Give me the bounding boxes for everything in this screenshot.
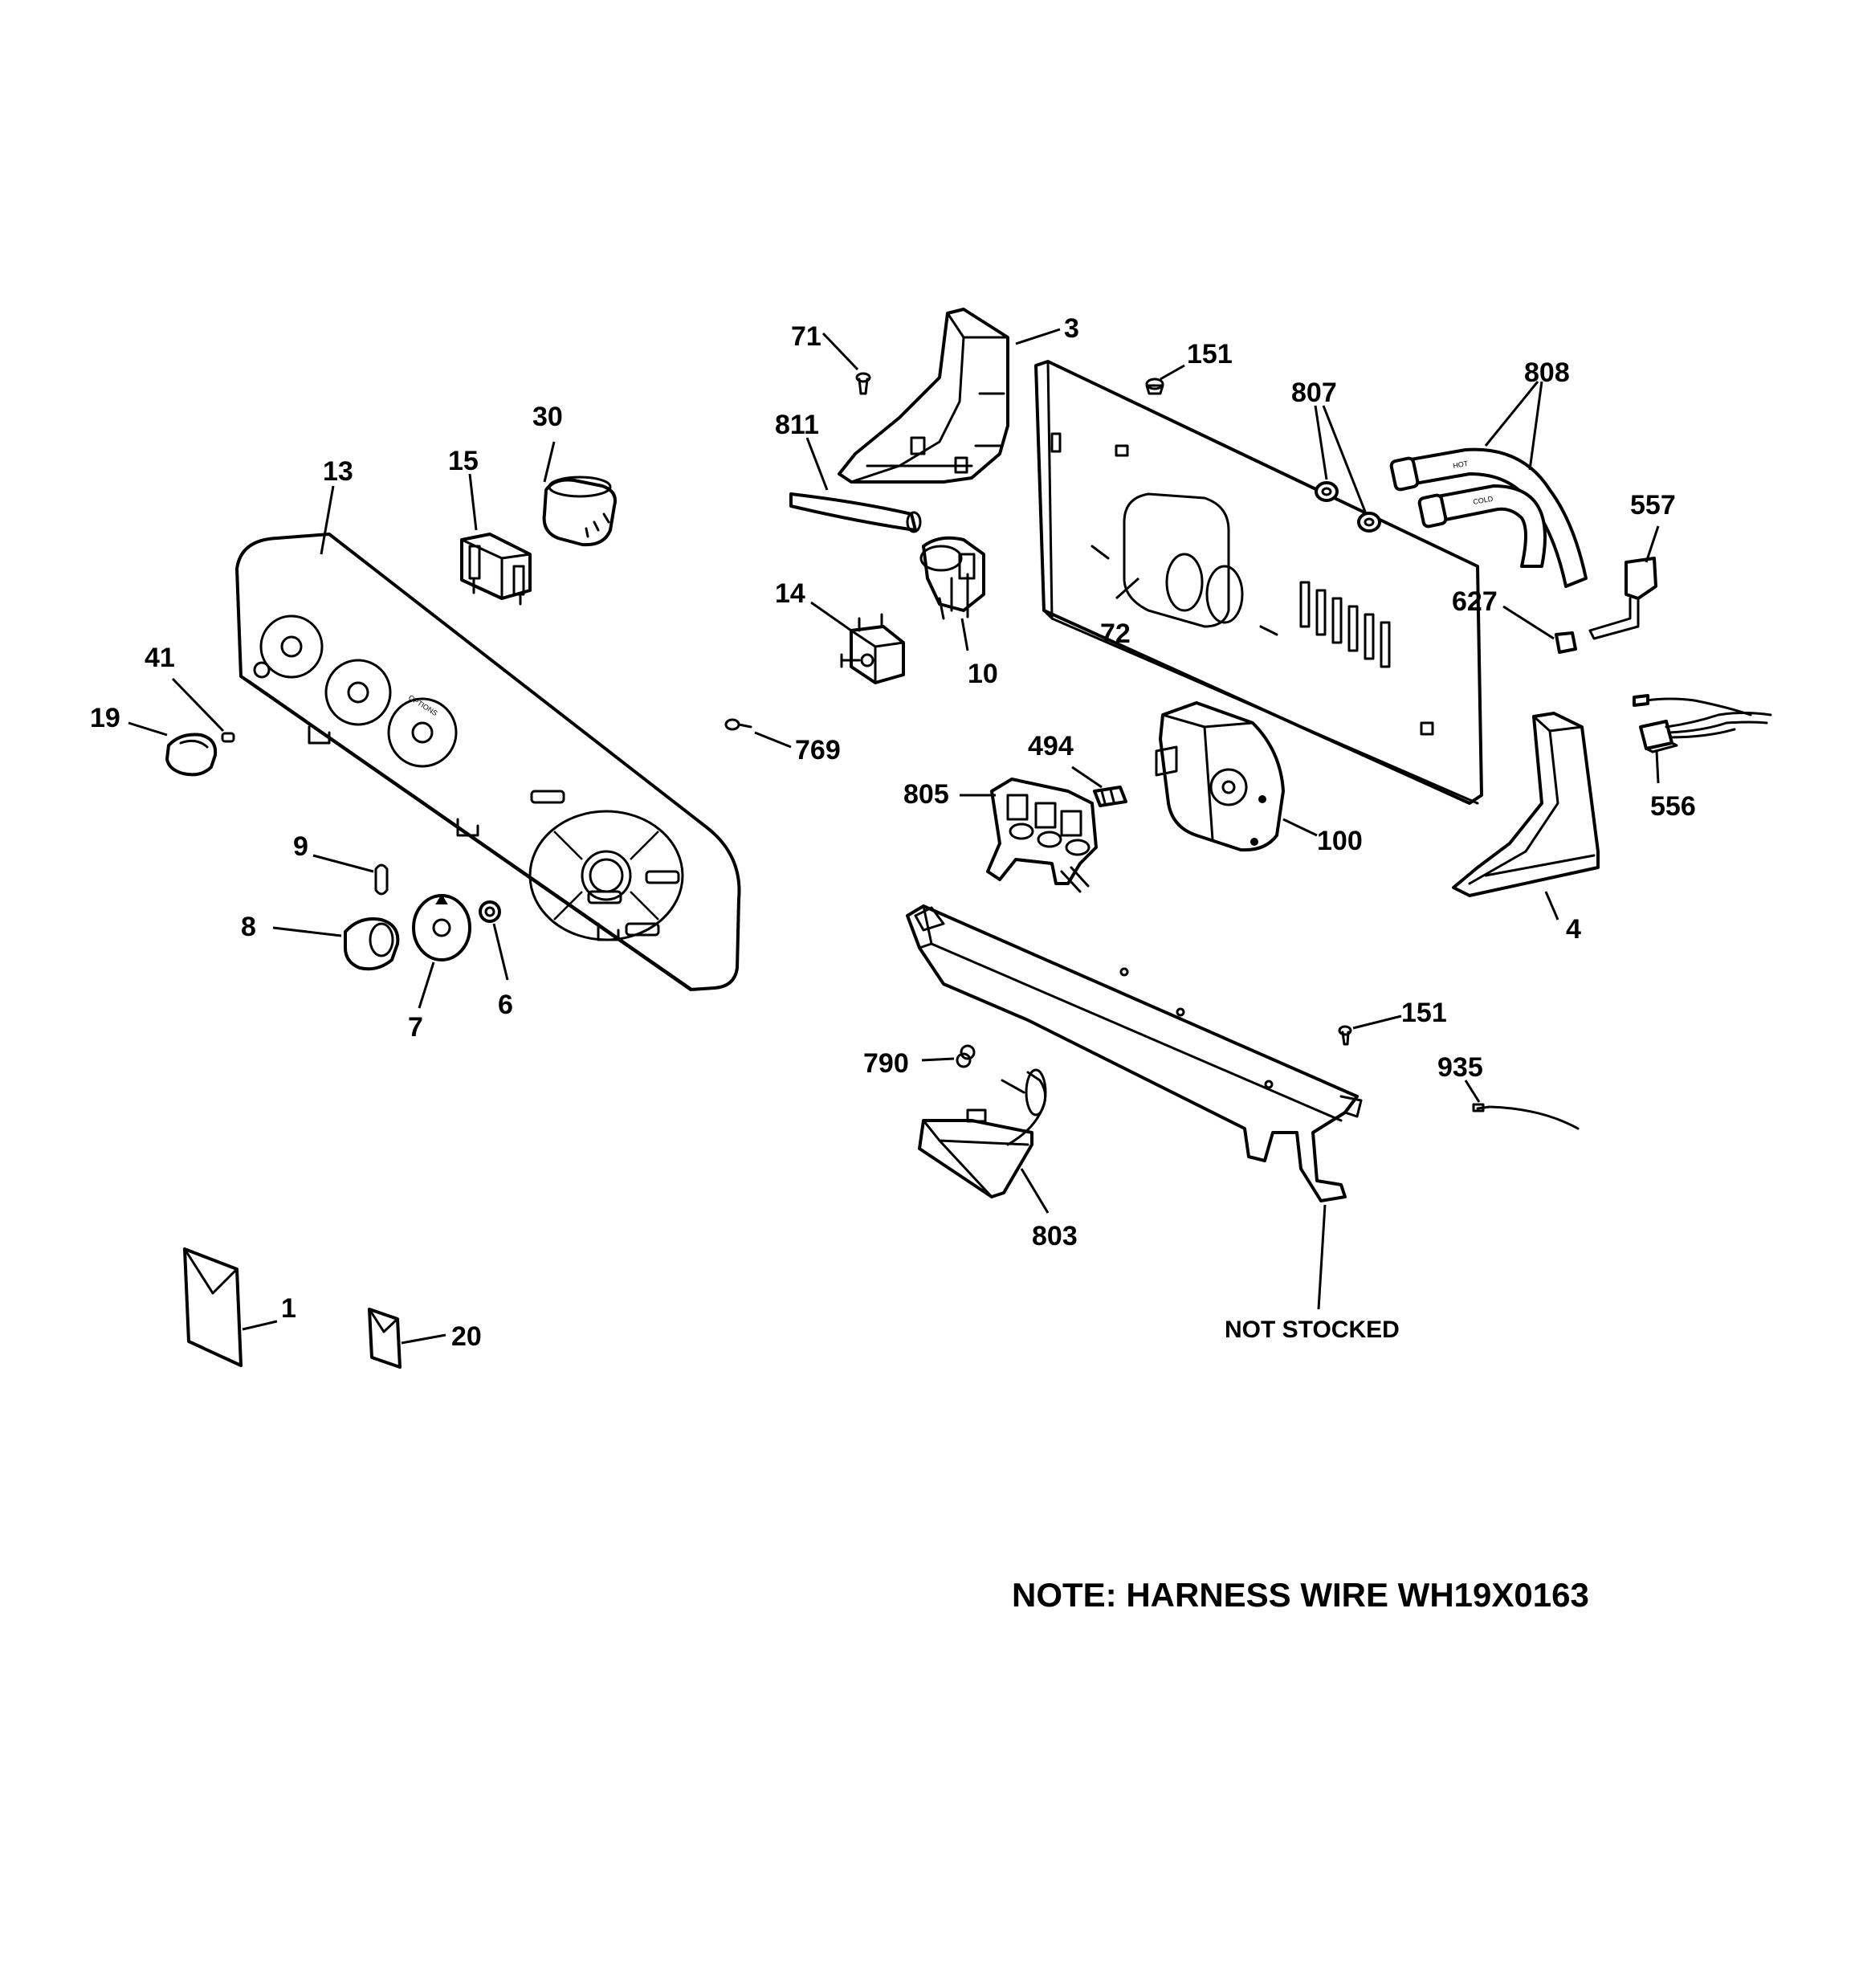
callout-151-bottom: 151: [1401, 998, 1447, 1028]
callout-556: 556: [1650, 791, 1696, 822]
callout-10: 10: [968, 659, 998, 689]
callout-numbers: 71 3 151 807 808 811 30 15 13 557 627 14…: [90, 313, 1696, 1352]
clip-627: [1555, 631, 1577, 654]
screw-769: [724, 718, 752, 731]
callout-7: 7: [408, 1012, 423, 1043]
pressure-switch-10: [919, 536, 985, 620]
dispenser-803: [918, 1068, 1047, 1198]
callout-6: 6: [498, 990, 513, 1020]
callout-769: 769: [795, 735, 841, 765]
callout-30: 30: [532, 402, 563, 432]
hose-811: [789, 492, 922, 533]
callout-557: 557: [1630, 490, 1676, 520]
inlet-hoses-808: HOT COLD: [1389, 447, 1588, 588]
hose-label-hot: HOT: [1453, 459, 1470, 470]
bottom-bracket-not-stocked: [906, 904, 1363, 1202]
callout-3: 3: [1064, 313, 1079, 344]
harness-connector-556: [1633, 694, 1772, 753]
callout-807: 807: [1291, 378, 1337, 408]
capacitor-30: [542, 476, 617, 547]
switch-14: [840, 613, 905, 684]
screw-71: [855, 372, 871, 395]
dial-7: [412, 894, 471, 961]
connector-494: [1093, 786, 1127, 807]
timer-100: [1155, 701, 1285, 852]
card-20: [368, 1308, 402, 1369]
callout-8: 8: [241, 912, 256, 942]
callout-100: 100: [1317, 826, 1363, 856]
vent-slots: [1299, 581, 1391, 668]
screw-151-top: [1145, 378, 1164, 395]
callout-13: 13: [323, 456, 353, 487]
relay-15: [460, 533, 532, 606]
callout-935: 935: [1437, 1052, 1483, 1083]
hose-label-cold: COLD: [1473, 495, 1494, 506]
screw-151-bottom: [1338, 1025, 1352, 1046]
callout-494: 494: [1028, 731, 1074, 761]
nut-6: [479, 900, 501, 923]
callout-1: 1: [281, 1293, 296, 1324]
water-valve-805: [986, 778, 1098, 893]
callout-20: 20: [451, 1321, 482, 1352]
callout-790: 790: [863, 1048, 909, 1079]
clip-9: [374, 863, 389, 896]
callout-627: 627: [1452, 586, 1498, 617]
wire-935: [1472, 1103, 1580, 1130]
spring-41: [221, 732, 235, 743]
harness-note: NOTE: HARNESS WIRE WH19X0163: [1012, 1576, 1589, 1614]
knob-8: [344, 917, 400, 971]
backsplash-72: [1034, 360, 1483, 805]
callout-811: 811: [775, 410, 819, 440]
manual-1: [183, 1247, 243, 1367]
callout-151-top: 151: [1187, 339, 1233, 369]
leader-lines: [128, 328, 1660, 1345]
end-cap-3: [838, 308, 1009, 484]
callout-4: 4: [1566, 914, 1581, 945]
not-stocked-label: NOT STOCKED: [1225, 1316, 1400, 1343]
connector-557: [1588, 557, 1657, 640]
end-cap-4: [1452, 712, 1600, 897]
callout-805: 805: [903, 779, 949, 810]
callout-41: 41: [145, 643, 175, 673]
callout-72: 72: [1100, 618, 1131, 649]
callout-803: 803: [1032, 1221, 1078, 1251]
clamp-790: [956, 1044, 976, 1068]
callout-15: 15: [448, 446, 479, 476]
knob-19: [165, 733, 218, 777]
callout-808: 808: [1524, 357, 1570, 388]
callout-9: 9: [293, 831, 308, 862]
callout-19: 19: [90, 703, 120, 733]
control-panel-13: OPTIONS: [235, 533, 741, 991]
washers-807: [1315, 481, 1381, 533]
callout-71: 71: [791, 321, 821, 352]
callout-14: 14: [775, 578, 805, 609]
